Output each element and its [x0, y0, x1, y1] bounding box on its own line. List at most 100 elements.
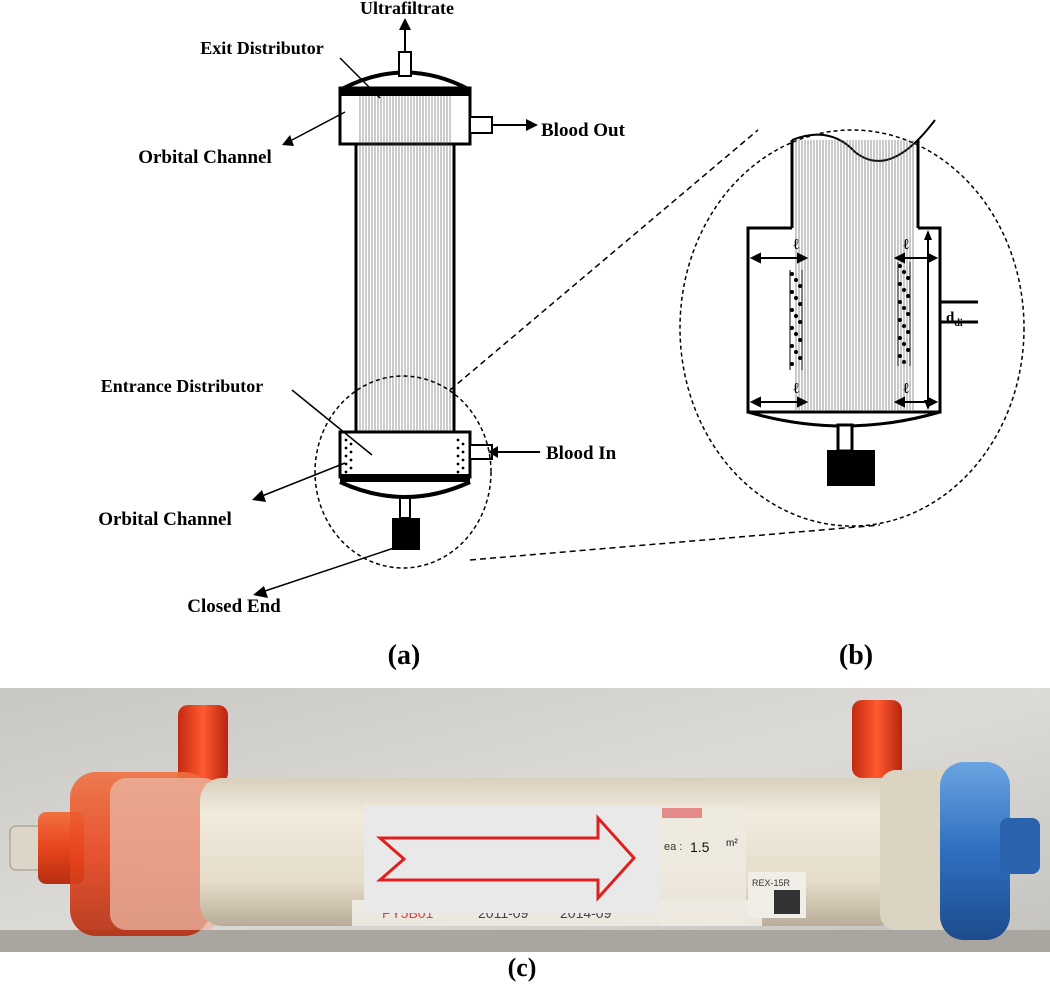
bead	[906, 330, 910, 334]
panel-a: Ultrafiltrate Exit Distributor Orbital C…	[98, 0, 625, 671]
caption-a: (a)	[388, 640, 421, 671]
detail-beads	[789, 262, 911, 370]
label-exit-distributor: Exit Distributor	[200, 38, 324, 58]
bead	[898, 264, 902, 268]
gap-label-bottom-left: ℓ	[793, 381, 799, 397]
gap-label-top-left: ℓ	[793, 237, 799, 253]
qr-code	[774, 890, 800, 914]
label-ultrafiltrate: Ultrafiltrate	[360, 0, 454, 18]
bead	[344, 446, 348, 450]
bead	[906, 348, 910, 352]
gap-arrows	[749, 252, 939, 408]
leader-orbital-bottom-head	[252, 490, 266, 502]
ultrafiltrate-port	[398, 51, 412, 77]
hollow-fibers	[359, 96, 451, 474]
detail-closed-end	[827, 450, 875, 486]
bead	[794, 332, 798, 336]
bead	[349, 458, 353, 462]
arrow-overlay-panel	[364, 805, 660, 913]
bead	[798, 320, 802, 324]
bead	[898, 282, 902, 286]
distributor-height-label: ddi	[946, 310, 963, 329]
bead	[344, 438, 348, 442]
bead	[790, 308, 794, 312]
bead	[461, 450, 465, 454]
bead	[794, 296, 798, 300]
bead	[898, 318, 902, 322]
panel-c-photo: PY5B01 2011-09 2014-09 ea : 1.5 m² REX-1…	[0, 688, 1050, 982]
cut-line	[791, 119, 936, 162]
blood-out-port	[469, 116, 493, 134]
leader-exit-distributor	[339, 57, 381, 99]
lower-header	[338, 430, 472, 479]
leader-closed-end-head	[253, 586, 268, 598]
zoom-detail-circle	[679, 129, 1025, 527]
bead	[790, 362, 794, 366]
bead	[906, 276, 910, 280]
detail-header-outline	[746, 226, 942, 414]
bead	[902, 342, 906, 346]
bead	[902, 288, 906, 292]
label-brand-strip	[662, 808, 702, 818]
bead	[902, 324, 906, 328]
label-area-unit: m²	[726, 838, 738, 849]
bead	[898, 354, 902, 358]
bead	[344, 454, 348, 458]
distributor-height-head-top	[924, 230, 932, 240]
caption-b: (b)	[839, 640, 873, 671]
label-side	[660, 805, 746, 925]
bead	[456, 470, 460, 474]
caption-c: (c)	[508, 953, 537, 982]
bead	[794, 314, 798, 318]
bead	[349, 442, 353, 446]
entrance-distributor-plate	[340, 474, 470, 482]
distributor-height-head-bottom	[924, 400, 932, 410]
zoom-projection-bottom	[469, 524, 881, 561]
bead	[456, 446, 460, 450]
bead	[798, 338, 802, 342]
label-area-value: 1.5	[690, 839, 710, 855]
blood-in-arrowhead	[488, 446, 498, 458]
bead	[790, 272, 794, 276]
bead	[461, 458, 465, 462]
gap-label-bottom-right: ℓ	[903, 381, 909, 397]
exit-distributor-plate	[340, 88, 470, 96]
bead	[790, 344, 794, 348]
leader-entrance-distributor	[291, 389, 373, 456]
bottom-dome	[339, 480, 471, 499]
right-header	[940, 762, 1010, 940]
bead	[349, 466, 353, 470]
bead	[794, 278, 798, 282]
bead	[798, 302, 802, 306]
right-nozzle	[1000, 818, 1040, 874]
bead	[461, 442, 465, 446]
red-cap-right	[852, 700, 902, 778]
bead	[902, 270, 906, 274]
bead	[461, 466, 465, 470]
leader-orbital-top-head	[282, 135, 294, 146]
bead	[898, 300, 902, 304]
photo-table-shadow	[0, 930, 1050, 952]
bead	[349, 450, 353, 454]
label-area-prefix: ea :	[664, 841, 682, 853]
bead	[456, 454, 460, 458]
bead	[798, 284, 802, 288]
label-orbital-channel-top: Orbital Channel	[138, 147, 272, 168]
bead	[790, 290, 794, 294]
bead	[902, 306, 906, 310]
closed-end-cap	[392, 518, 420, 550]
bead	[798, 356, 802, 360]
label-entrance-distributor: Entrance Distributor	[101, 376, 263, 396]
red-cap-left	[178, 705, 228, 783]
bead	[456, 462, 460, 466]
gap-label-top-right: ℓ	[903, 237, 909, 253]
ultrafiltrate-arrowhead	[399, 18, 411, 30]
blood-out-arrowhead	[526, 119, 538, 131]
leader-orbital-bottom	[261, 462, 346, 497]
leader-orbital-top	[291, 111, 346, 141]
bead	[898, 336, 902, 340]
bead	[906, 312, 910, 316]
bottom-port	[399, 497, 411, 519]
leader-closed-end	[261, 545, 401, 593]
